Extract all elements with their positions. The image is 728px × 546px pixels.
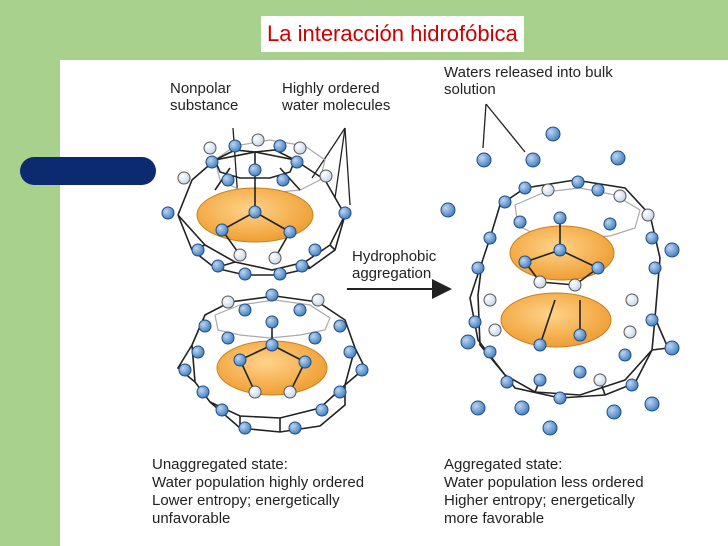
accent-bar: [20, 157, 156, 185]
label-arrow-line1: Hydrophobic: [352, 248, 437, 265]
label-released-line1: Waters released into bulk: [444, 64, 613, 81]
water-molecules-aggregated: [468, 175, 662, 405]
label-ordered-line1: Highly ordered: [282, 80, 380, 97]
caption-right-line3: Higher entropy; energetically: [444, 492, 635, 509]
slide-background-left: [0, 0, 60, 546]
free-water-molecules: [440, 126, 680, 436]
label-released-line2: solution: [444, 81, 496, 98]
label-ordered-line2: water molecules: [282, 97, 391, 114]
caption-right-line1: Aggregated state:: [444, 456, 563, 473]
caption-left-line3: Lower entropy; energetically: [152, 492, 340, 509]
caption-left-line1: Unaggregated state:: [152, 456, 288, 473]
label-arrow-line2: aggregation: [352, 265, 432, 282]
caption-left-line4: unfavorable: [152, 510, 231, 527]
caption-left-line2: Water population highly ordered: [152, 474, 365, 491]
slide-title: La interacción hidrofóbica: [261, 16, 524, 52]
water-molecules-bottom-left: [178, 288, 369, 435]
nonpolar-blob-aggregated-bottom: [500, 292, 612, 348]
caption-right-line4: more favorable: [444, 510, 545, 527]
label-nonpolar-line2: substance: [170, 97, 239, 114]
water-molecules-top-left: [161, 133, 352, 281]
cage-aggregated: [469, 179, 670, 399]
caption-right-line2: Water population less ordered: [444, 474, 644, 491]
label-nonpolar-line1: Nonpolar: [170, 80, 231, 97]
